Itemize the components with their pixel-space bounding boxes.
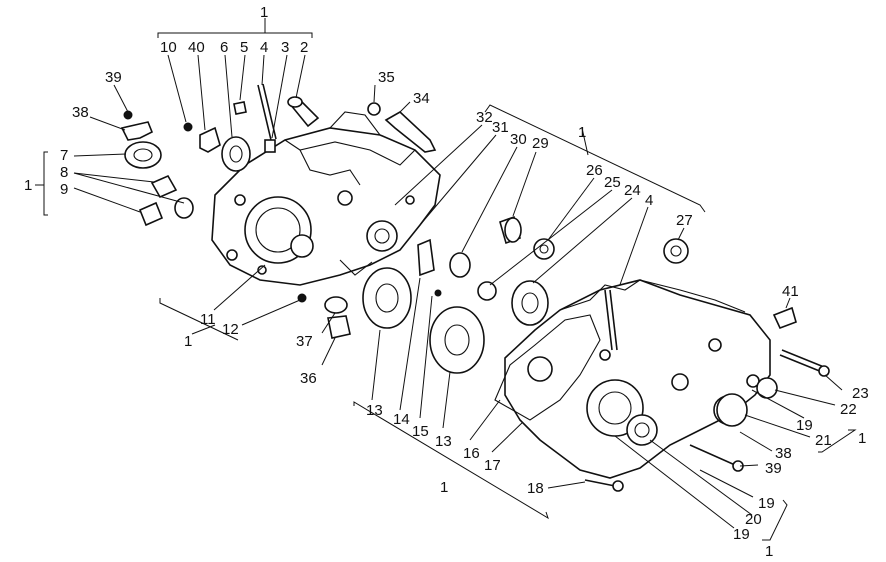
label-8: 8 — [60, 164, 68, 181]
leader-lines-right — [547, 297, 857, 541]
label-38-top: 38 — [72, 104, 89, 121]
label-16: 16 — [463, 445, 480, 462]
label-2: 2 — [300, 39, 308, 56]
label-1-bottom-right: 1 — [765, 543, 773, 560]
label-31: 31 — [492, 119, 509, 136]
label-1-mid: 1 — [578, 124, 586, 141]
label-3: 3 — [281, 39, 289, 56]
label-29: 29 — [532, 135, 549, 152]
label-1-left: 1 — [24, 177, 32, 194]
label-40: 40 — [188, 39, 205, 56]
label-17: 17 — [484, 457, 501, 474]
label-6: 6 — [220, 39, 228, 56]
label-35: 35 — [378, 69, 395, 86]
label-37: 37 — [296, 333, 313, 350]
label-9: 9 — [60, 181, 68, 198]
left-crankcase-half — [211, 111, 441, 286]
label-20: 20 — [745, 511, 762, 528]
label-11: 11 — [200, 311, 216, 328]
middle-parts — [297, 215, 689, 374]
label-32: 32 — [476, 109, 493, 126]
label-1-lower-left: 1 — [184, 333, 192, 350]
right-crankcase-half — [494, 279, 830, 492]
label-25: 25 — [604, 174, 621, 191]
label-19-c: 19 — [733, 526, 750, 543]
label-21: 21 — [815, 432, 832, 449]
label-22: 22 — [840, 401, 857, 418]
callout-labels: 1 10 40 6 5 4 3 2 39 38 35 34 7 8 9 1 32… — [24, 4, 869, 560]
leader-lines-middle — [159, 104, 706, 520]
label-23: 23 — [852, 385, 869, 402]
label-36: 36 — [300, 370, 317, 387]
label-7: 7 — [60, 147, 68, 164]
label-1-right: 1 — [858, 430, 866, 447]
label-18: 18 — [527, 480, 544, 497]
label-1-bottom: 1 — [440, 479, 448, 496]
label-27: 27 — [676, 212, 693, 229]
label-4-top: 4 — [260, 39, 268, 56]
label-26: 26 — [586, 162, 603, 179]
label-24: 24 — [624, 182, 641, 199]
label-14: 14 — [393, 411, 410, 428]
label-1-top: 1 — [260, 4, 268, 21]
label-39-top: 39 — [105, 69, 122, 86]
label-12: 12 — [222, 321, 239, 338]
label-30: 30 — [510, 131, 527, 148]
label-10: 10 — [160, 39, 177, 56]
leader-lines-top-left — [35, 18, 411, 216]
label-13-b: 13 — [435, 433, 452, 450]
label-19-a: 19 — [796, 417, 813, 434]
top-left-parts — [120, 83, 437, 227]
label-4-mid: 4 — [645, 192, 653, 209]
label-41: 41 — [782, 283, 799, 300]
label-38-right: 38 — [775, 445, 792, 462]
label-15: 15 — [412, 423, 429, 440]
label-5: 5 — [240, 39, 248, 56]
label-34: 34 — [413, 90, 430, 107]
label-13-a: 13 — [366, 402, 383, 419]
label-19-b: 19 — [758, 495, 775, 512]
label-39-right: 39 — [765, 460, 782, 477]
